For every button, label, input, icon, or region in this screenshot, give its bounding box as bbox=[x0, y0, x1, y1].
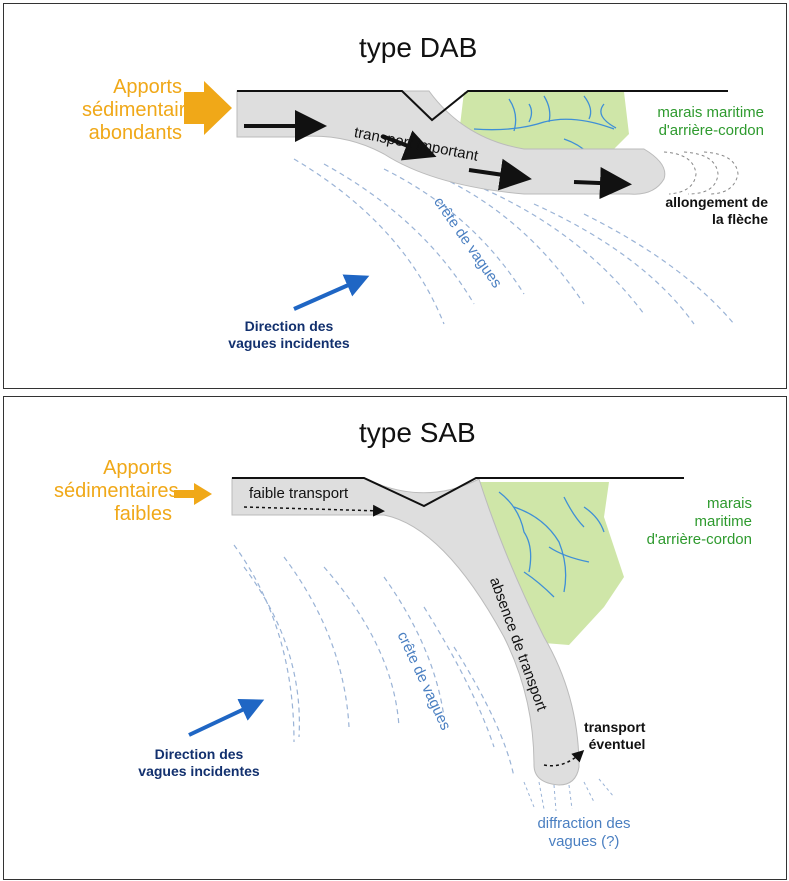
growth-line-1: allongement de bbox=[665, 194, 768, 210]
panel-title-sab: type SAB bbox=[359, 417, 476, 448]
marsh-line-1: marais maritime bbox=[657, 104, 764, 121]
supply-line-2: sédimentaires bbox=[82, 99, 207, 121]
sand-spit bbox=[236, 90, 666, 195]
sab-diagram bbox=[174, 477, 684, 812]
wave-dir-line-2: vagues incidentes bbox=[228, 335, 350, 351]
wave-direction-label: Direction des vagues incidentes bbox=[214, 318, 364, 352]
dab-diagram bbox=[184, 81, 739, 325]
wave-crest-lines bbox=[233, 544, 515, 778]
possible-line-1: transport bbox=[584, 719, 646, 735]
coastline bbox=[237, 90, 728, 122]
supply-line-3: faibles bbox=[114, 503, 172, 525]
supply-line-2: sédimentaires bbox=[54, 480, 179, 502]
growth-line-2: la flèche bbox=[711, 211, 768, 227]
supply-line-1: Apports bbox=[103, 457, 172, 479]
possible-transport-label: transport éventuel bbox=[584, 719, 645, 753]
marsh-line-2: maritime bbox=[694, 513, 752, 530]
panel-type-sab: type SAB Apports sédimentaires faibles f… bbox=[3, 396, 787, 880]
spit-elongation-outline bbox=[663, 151, 739, 195]
marsh-label: marais maritime d'arrière-cordon bbox=[622, 104, 764, 140]
marsh-channels bbox=[498, 491, 605, 598]
marsh-label: marais maritime d'arrière-cordon bbox=[604, 495, 752, 549]
marsh-line-2: d'arrière-cordon bbox=[658, 122, 764, 139]
wave-dir-line-2: vagues incidentes bbox=[138, 763, 260, 779]
marsh-line-3: d'arrière-cordon bbox=[646, 531, 752, 548]
supply-arrow bbox=[184, 81, 232, 135]
supply-arrow bbox=[174, 483, 212, 505]
wave-crest-lines bbox=[293, 158, 735, 325]
diffraction-label: diffraction des vagues (?) bbox=[509, 815, 659, 851]
possible-line-2: éventuel bbox=[588, 736, 646, 752]
panel-title-dab: type DAB bbox=[359, 32, 478, 63]
wave-direction-arrow bbox=[293, 274, 370, 311]
sediment-supply-label: Apports sédimentaires faibles bbox=[54, 457, 179, 526]
transport-arrows bbox=[244, 110, 632, 200]
possible-transport-arrow bbox=[543, 749, 585, 767]
marsh-line-1: marais bbox=[706, 495, 752, 512]
diffraction-line-1: diffraction des bbox=[537, 815, 631, 832]
wave-direction-arrow bbox=[188, 698, 265, 737]
sand-spit bbox=[231, 477, 580, 786]
wave-dir-line-1: Direction des bbox=[154, 746, 244, 762]
supply-line-1: Apports bbox=[113, 76, 182, 98]
panel-type-dab: type DAB Apports sédimentaires abondants… bbox=[3, 3, 787, 389]
wave-dir-line-1: Direction des bbox=[244, 318, 334, 334]
weak-transport-arrow bbox=[243, 504, 385, 517]
spit-elongation-label: allongement de la flèche bbox=[652, 194, 768, 228]
sediment-supply-label: Apports sédimentaires abondants bbox=[82, 76, 207, 145]
diffraction-line-2: vagues (?) bbox=[548, 833, 620, 850]
weak-transport-label: faible transport bbox=[249, 485, 349, 502]
wave-direction-label: Direction des vagues incidentes bbox=[124, 746, 274, 780]
supply-line-3: abondants bbox=[88, 122, 182, 144]
diffraction-lines bbox=[523, 778, 615, 812]
coastline bbox=[232, 477, 684, 508]
marsh-area bbox=[474, 482, 624, 645]
